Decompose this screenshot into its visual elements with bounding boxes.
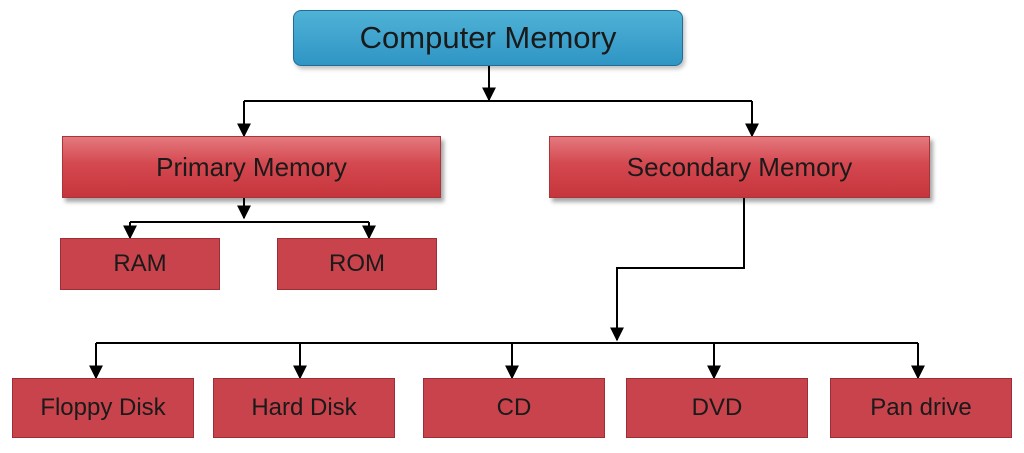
node-hard-disk: Hard Disk	[213, 378, 395, 438]
node-cd: CD	[423, 378, 605, 438]
node-dvd: DVD	[626, 378, 808, 438]
node-rom: ROM	[277, 238, 437, 290]
node-floppy-disk: Floppy Disk	[12, 378, 194, 438]
connector-secondary-stem	[610, 198, 745, 342]
node-pan-drive: Pan drive	[830, 378, 1012, 438]
node-ram: RAM	[60, 238, 220, 290]
node-computer-memory: Computer Memory	[293, 10, 683, 66]
node-secondary-memory: Secondary Memory	[549, 136, 930, 198]
node-primary-memory: Primary Memory	[62, 136, 441, 198]
